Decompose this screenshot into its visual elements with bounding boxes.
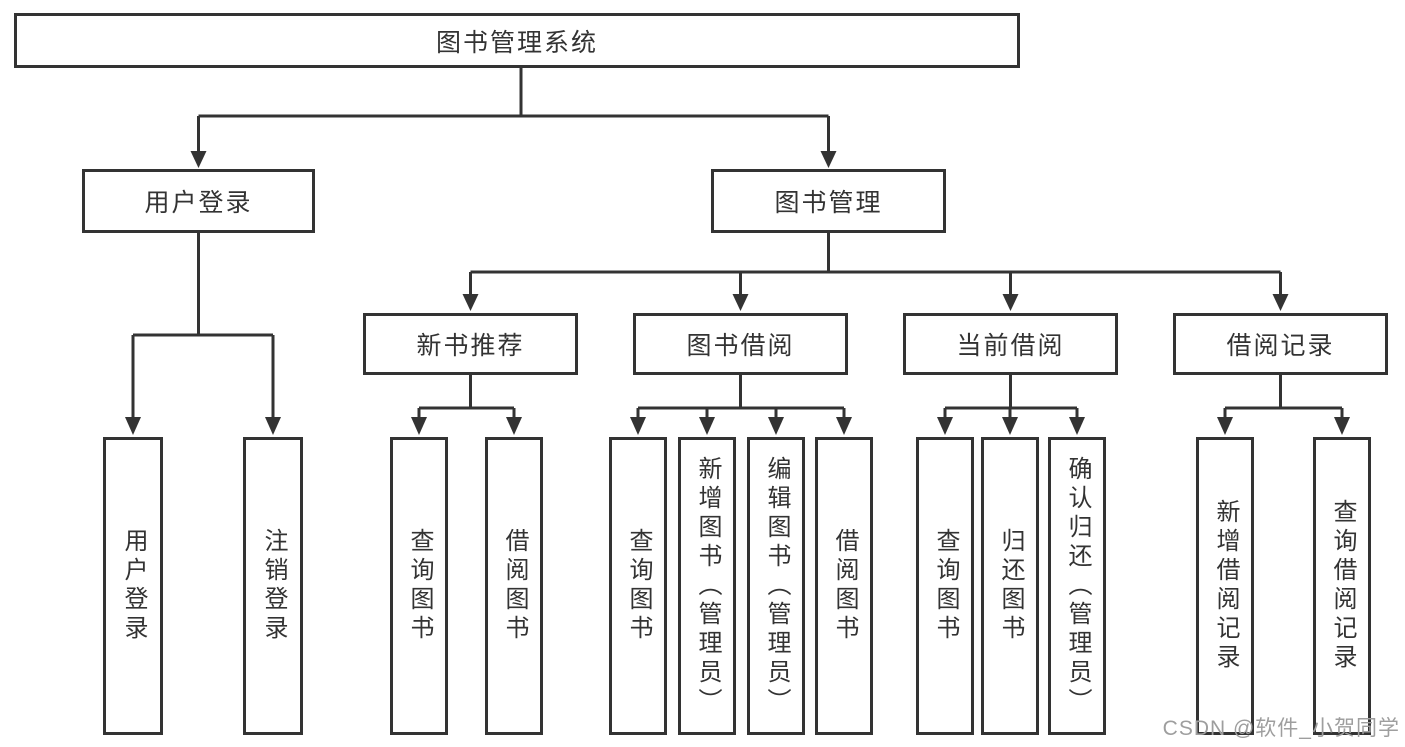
- leaf-edit-books-admin-label: 编辑图书（管理员）: [763, 455, 790, 717]
- leaf-user-login: 用户登录: [103, 437, 163, 735]
- leaf-query-books-borrow: 查询图书: [609, 437, 667, 735]
- leaf-query-books-current-label: 查询图书: [932, 528, 959, 644]
- leaf-borrow-books: 借阅图书: [815, 437, 873, 735]
- leaf-borrow-books-recommend: 借阅图书: [485, 437, 543, 735]
- leaf-add-books-admin-label: 新增图书（管理员）: [694, 455, 721, 717]
- node-new-book-recommend: 新书推荐: [363, 313, 578, 375]
- leaf-query-books-recommend: 查询图书: [390, 437, 448, 735]
- csdn-watermark: CSDN @软件_小贺同学: [1162, 717, 1400, 740]
- node-borrow-records-label: 借阅记录: [1226, 332, 1335, 360]
- leaf-add-borrow-record-label: 新增借阅记录: [1212, 499, 1239, 673]
- leaf-query-books-recommend-label: 查询图书: [406, 528, 433, 644]
- edge-user-login-to-leaves: [125, 233, 281, 435]
- leaf-confirm-return-admin: 确认归还（管理员）: [1048, 437, 1106, 735]
- leaf-borrow-books-recommend-label: 借阅图书: [501, 528, 528, 644]
- leaf-edit-books-admin: 编辑图书（管理员）: [747, 437, 805, 735]
- leaf-query-books-current: 查询图书: [916, 437, 974, 735]
- edge-root-to-level2: [190, 68, 837, 168]
- node-current-borrow-label: 当前借阅: [956, 332, 1065, 360]
- leaf-logout-login-label: 注销登录: [260, 528, 287, 644]
- node-user-login-label: 用户登录: [144, 189, 253, 217]
- leaf-return-books: 归还图书: [981, 437, 1039, 735]
- edge-book-management-to-level3: [462, 233, 1289, 311]
- node-borrow-records: 借阅记录: [1173, 313, 1388, 375]
- leaf-confirm-return-admin-label: 确认归还（管理员）: [1064, 455, 1091, 717]
- edge-new-book-recommend-to-leaves: [411, 375, 522, 435]
- leaf-logout-login: 注销登录: [243, 437, 303, 735]
- edge-borrow-records-to-leaves: [1217, 375, 1350, 435]
- leaf-query-books-borrow-label: 查询图书: [625, 528, 652, 644]
- leaf-add-books-admin: 新增图书（管理员）: [678, 437, 736, 735]
- node-root-system-label: 图书管理系统: [435, 28, 598, 57]
- leaf-add-borrow-record: 新增借阅记录: [1196, 437, 1254, 735]
- node-book-management-label: 图书管理: [774, 189, 883, 217]
- node-new-book-recommend-label: 新书推荐: [416, 332, 525, 360]
- leaf-query-borrow-record-label: 查询借阅记录: [1329, 499, 1356, 673]
- node-book-borrow: 图书借阅: [633, 313, 848, 375]
- edge-current-borrow-to-leaves: [937, 375, 1085, 435]
- node-book-management: 图书管理: [711, 169, 946, 233]
- node-root-system: 图书管理系统: [14, 13, 1020, 68]
- leaf-return-books-label: 归还图书: [997, 528, 1024, 644]
- leaf-borrow-books-label: 借阅图书: [831, 528, 858, 644]
- node-current-borrow: 当前借阅: [903, 313, 1118, 375]
- leaf-user-login-label: 用户登录: [120, 528, 147, 644]
- node-book-borrow-label: 图书借阅: [686, 332, 795, 360]
- leaf-query-borrow-record: 查询借阅记录: [1313, 437, 1371, 735]
- edge-book-borrow-to-leaves: [630, 375, 852, 435]
- node-user-login: 用户登录: [82, 169, 315, 233]
